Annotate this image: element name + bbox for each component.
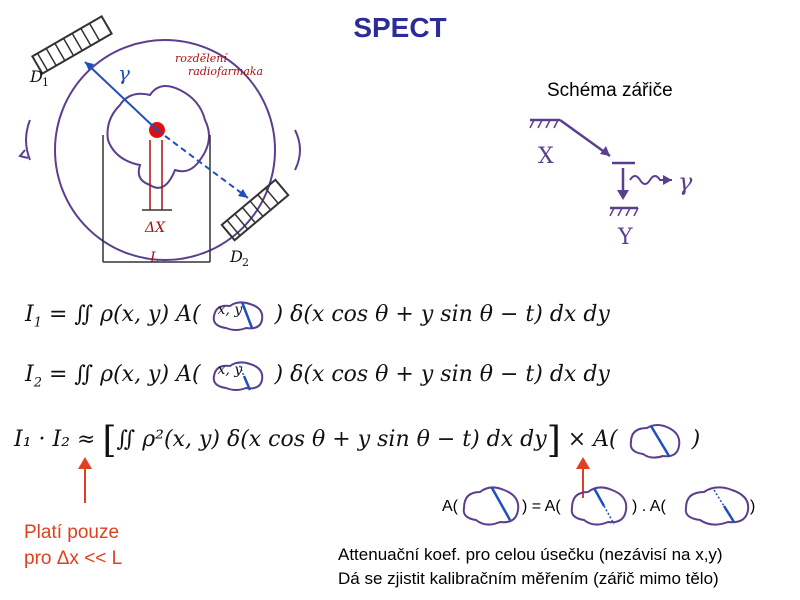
detector-d2-shape (220, 178, 290, 242)
slide-title: SPECT (353, 12, 447, 43)
detector-d1-shape (30, 14, 114, 76)
note-red: Platí pouze pro Δx << L (24, 520, 122, 572)
i2-inset-label: x, y (217, 362, 243, 378)
product-lhs: I₁ · I₂ ≈ (14, 427, 96, 452)
att-close1: ) = A( (522, 498, 561, 515)
note-red-line2: pro Δx << L (24, 548, 123, 569)
body-outline (106, 85, 210, 189)
i1-lhs-sub: 1 (33, 315, 42, 331)
i1-body: = ∬ ρ(x, y) A( (48, 302, 201, 327)
gamma-label: γ (118, 61, 130, 85)
att-shape-2 (570, 486, 628, 526)
note-bottom-line2: Dá se zjistit kalibračním měřením (zářič… (338, 569, 719, 588)
source-label-2: radiofarmaka (188, 65, 263, 78)
i2-lhs: I (25, 362, 34, 387)
note-red-line1: Platí pouze (24, 522, 120, 543)
schema-y-label: Y (617, 225, 633, 248)
i2-inset: x, y (208, 358, 268, 392)
att-shape-1 (462, 486, 520, 526)
schema-gamma-label: γ (678, 168, 693, 196)
d1-label: D (29, 67, 43, 86)
i1-lhs: I (25, 302, 34, 327)
equation-i1: I1 = ∬ ρ(x, y) A( x, y ) δ(x cos θ + y s… (25, 298, 610, 332)
spect-sketch: D 1 D 2 γ rozdělení radiofarmaka ΔX L (18, 14, 301, 269)
equation-i2: I2 = ∬ ρ(x, y) A( x, y ) δ(x cos θ + y s… (25, 358, 610, 392)
delta-x-label: ΔX (144, 220, 166, 236)
note-bottom-line1: Attenuační koef. pro celou úsečku (nezáv… (338, 545, 723, 564)
d1-sub: 1 (42, 76, 49, 89)
product-bracket: ∬ ρ²(x, y) δ(x cos θ + y sin θ − t) dx d… (116, 427, 547, 452)
att-shape-3 (684, 486, 750, 526)
d2-sub: 2 (242, 256, 249, 269)
schema-title: Schéma zářiče (547, 80, 673, 101)
i2-tail: ) δ(x cos θ + y sin θ − t) dx dy (274, 362, 610, 387)
emitter-schema: X Y γ (529, 118, 693, 248)
att-a1: A( (442, 498, 458, 515)
att-close3: ) (750, 498, 756, 515)
att-close2: ) . A( (632, 498, 666, 515)
product-times: × A( (567, 427, 618, 452)
product-inset (625, 420, 685, 460)
schema-x-label: X (538, 144, 554, 169)
attenuation-equation: A( ) = A( ) . A( ) (442, 482, 787, 532)
source-label-1: rozdělení (175, 52, 228, 65)
i1-inset-label: x, y (217, 302, 243, 318)
product-close: ) (691, 427, 701, 452)
red-arrow-left (78, 457, 92, 503)
d2-label: D (229, 247, 243, 266)
i2-lhs-sub: 2 (33, 375, 42, 391)
note-bottom: Attenuační koef. pro celou úsečku (nezáv… (338, 543, 723, 591)
length-l-label: L (149, 250, 159, 266)
i1-inset: x, y (208, 298, 268, 332)
i2-body: = ∬ ρ(x, y) A( (48, 362, 201, 387)
equation-product: I₁ · I₂ ≈ [∬ ρ²(x, y) δ(x cos θ + y sin … (14, 420, 701, 461)
i1-tail: ) δ(x cos θ + y sin θ − t) dx dy (274, 302, 610, 327)
